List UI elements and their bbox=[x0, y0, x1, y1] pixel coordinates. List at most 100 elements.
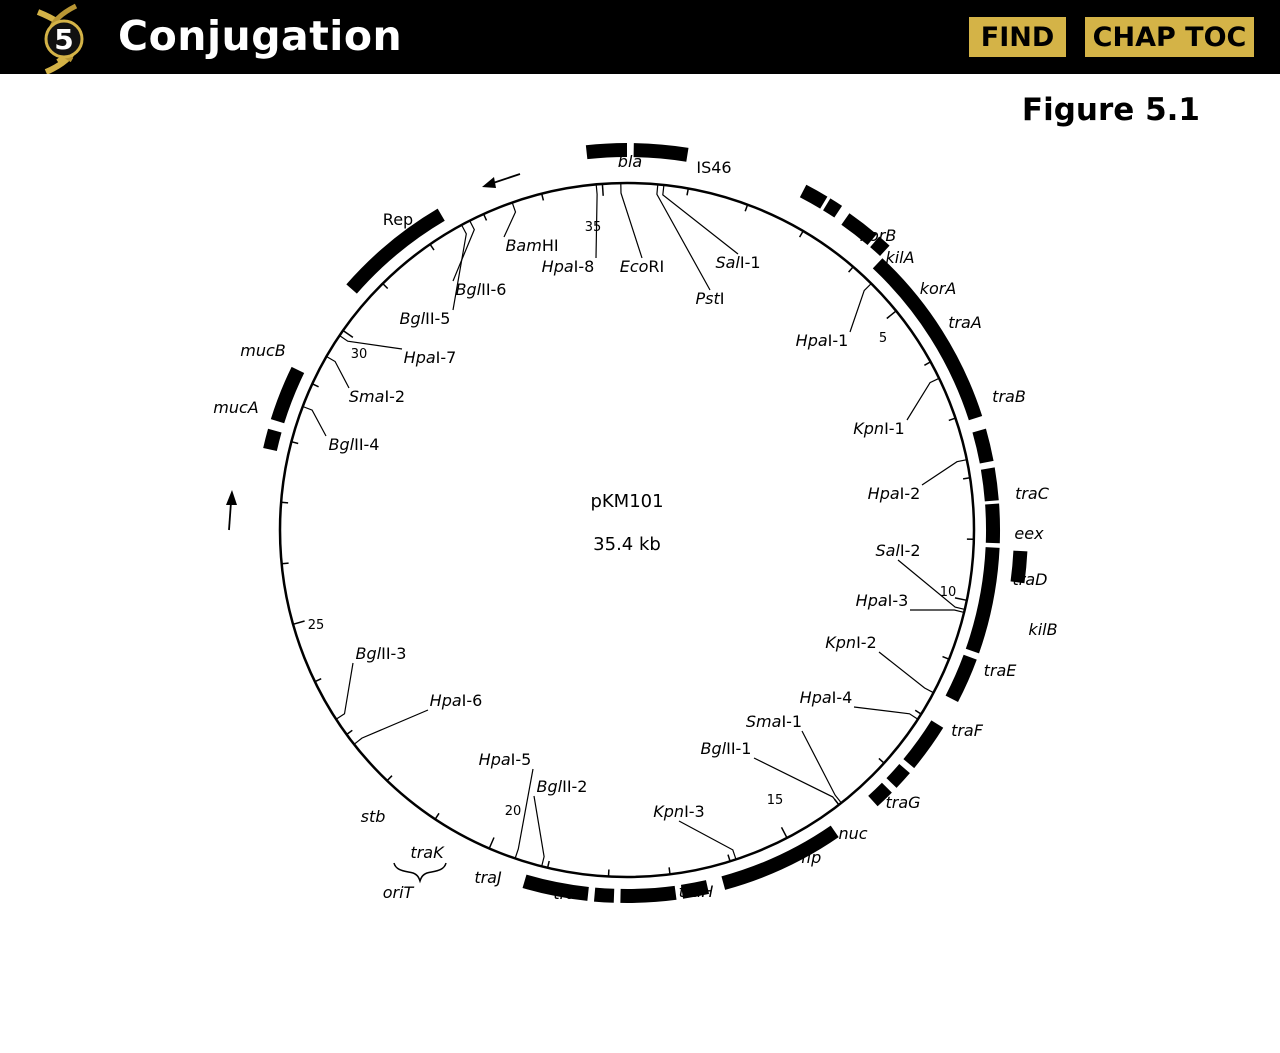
scale-label-10: 10 bbox=[940, 585, 957, 600]
direction-arrow-top bbox=[482, 173, 521, 188]
site-label: HpaI-6 bbox=[430, 691, 483, 710]
site-enzyme: Bgl bbox=[329, 435, 355, 454]
plasmid-size: 35.4 kb bbox=[593, 534, 661, 555]
site-enzyme: Sal bbox=[875, 541, 900, 560]
site-leader-line bbox=[753, 757, 840, 806]
gene-bar-stb bbox=[522, 874, 589, 901]
gene-bar-fip bbox=[868, 782, 892, 807]
site-enzyme: Bgl bbox=[400, 309, 426, 328]
site-enzyme: Eco bbox=[620, 257, 649, 276]
gene-label-eex: eex bbox=[1014, 524, 1044, 543]
site-leader-line bbox=[910, 609, 965, 613]
site-suffix: RI bbox=[648, 257, 664, 276]
gene-label-rep: Rep bbox=[383, 210, 413, 229]
site-leader-line bbox=[897, 559, 965, 610]
gene-bar-trab bbox=[872, 258, 983, 421]
scale-tick bbox=[546, 860, 550, 868]
site-label: HpaI-2 bbox=[868, 484, 921, 503]
site-suffix: II-2 bbox=[562, 777, 587, 796]
scale-tick bbox=[311, 383, 319, 388]
gene-label-trag: traG bbox=[885, 793, 920, 812]
gene-label-traj: traJ bbox=[474, 868, 502, 887]
scale-label-35: 35 bbox=[585, 220, 602, 235]
site-leader-line bbox=[921, 459, 967, 486]
gene-bar-trai bbox=[680, 880, 710, 899]
plasmid-name: pKM101 bbox=[590, 491, 663, 512]
gene-label-kila: kilA bbox=[885, 248, 914, 267]
site-leader-line bbox=[801, 730, 842, 804]
site-suffix: I-8 bbox=[574, 257, 595, 276]
scale-tick bbox=[914, 709, 922, 715]
gene-bar-nuc bbox=[886, 764, 910, 788]
restriction-site-bglii-1: BglII-1 bbox=[701, 739, 840, 806]
restriction-site-bglii-4: BglII-4 bbox=[302, 405, 380, 454]
site-enzyme: Bam bbox=[505, 236, 541, 255]
scale-tick bbox=[346, 729, 353, 736]
site-leader-line bbox=[878, 651, 934, 694]
gene-bar-kilb bbox=[1010, 550, 1028, 584]
site-suffix: I-5 bbox=[511, 750, 532, 769]
site-label: PstI bbox=[696, 289, 725, 308]
gene-bar-kora bbox=[841, 213, 877, 245]
gene-label-mucb: mucB bbox=[240, 341, 286, 360]
site-leader-line bbox=[595, 184, 598, 259]
site-label: EcoRI bbox=[620, 257, 665, 276]
gene-bar-trae bbox=[965, 547, 1000, 654]
scale-tick bbox=[314, 678, 322, 683]
restriction-site-smai-1: SmaI-1 bbox=[746, 712, 842, 804]
site-suffix: I-1 bbox=[828, 331, 849, 350]
site-leader-line bbox=[662, 184, 739, 255]
restriction-site-kpni-3: KpnI-3 bbox=[653, 802, 737, 860]
restriction-site-kpni-1: KpnI-1 bbox=[853, 377, 940, 438]
restriction-site-psti: PstI bbox=[656, 184, 725, 308]
site-enzyme: Bgl bbox=[701, 739, 727, 758]
gene-bar-trac bbox=[972, 428, 994, 464]
site-label: BglII-4 bbox=[329, 435, 380, 454]
restriction-site-sali-2: SalI-2 bbox=[875, 541, 965, 610]
gene-label-nuc: nuc bbox=[838, 824, 867, 843]
gene-bar-traj bbox=[620, 885, 677, 903]
site-label: HpaI-4 bbox=[800, 688, 853, 707]
site-suffix: HI bbox=[542, 236, 559, 255]
site-leader-line bbox=[533, 795, 545, 867]
direction-arrow-left bbox=[226, 490, 237, 531]
site-leader-line bbox=[906, 377, 940, 421]
scale-tick bbox=[962, 477, 971, 480]
site-label: HpaI-3 bbox=[856, 591, 909, 610]
site-leader-line bbox=[656, 184, 711, 291]
scale-tick bbox=[429, 243, 435, 251]
site-leader-line bbox=[335, 662, 354, 720]
gene-bar-trag bbox=[903, 720, 944, 769]
restriction-site-kpni-2: KpnI-2 bbox=[825, 633, 934, 694]
gene-label-trae: traE bbox=[984, 661, 1018, 680]
restriction-site-hpai-4: HpaI-4 bbox=[800, 688, 919, 720]
site-leader-line bbox=[503, 202, 517, 238]
site-leader-line bbox=[849, 283, 872, 333]
site-leader-line bbox=[514, 768, 534, 859]
gene-bar-rep bbox=[346, 208, 445, 294]
chapter-toc-button[interactable]: CHAP TOC bbox=[1085, 17, 1254, 57]
scale-tick bbox=[954, 597, 967, 602]
site-leader-line bbox=[620, 183, 643, 259]
scale-label-30: 30 bbox=[351, 347, 368, 362]
scale-label-25: 25 bbox=[308, 618, 325, 633]
scale-tick bbox=[488, 837, 495, 849]
site-leader-line bbox=[452, 220, 475, 282]
restriction-site-sali-1: SalI-1 bbox=[662, 184, 761, 272]
gene-label-traa: traA bbox=[948, 313, 982, 332]
site-enzyme: Hpa bbox=[404, 348, 436, 367]
site-enzyme: Sma bbox=[349, 387, 385, 406]
site-enzyme: Kpn bbox=[825, 633, 856, 652]
restriction-site-bglii-6: BglII-6 bbox=[452, 220, 506, 299]
site-leader-line bbox=[353, 709, 429, 745]
scale-tick bbox=[744, 204, 749, 212]
site-suffix: I-1 bbox=[740, 253, 761, 272]
site-enzyme: Pst bbox=[696, 289, 721, 308]
scale-tick bbox=[540, 193, 545, 201]
restriction-site-bglii-2: BglII-2 bbox=[533, 777, 587, 867]
site-suffix: I-6 bbox=[462, 691, 483, 710]
chapter-title: Conjugation bbox=[118, 12, 403, 60]
site-label: SalI-2 bbox=[875, 541, 920, 560]
find-button[interactable]: FIND bbox=[969, 17, 1066, 57]
site-label: HpaI-8 bbox=[542, 257, 595, 276]
